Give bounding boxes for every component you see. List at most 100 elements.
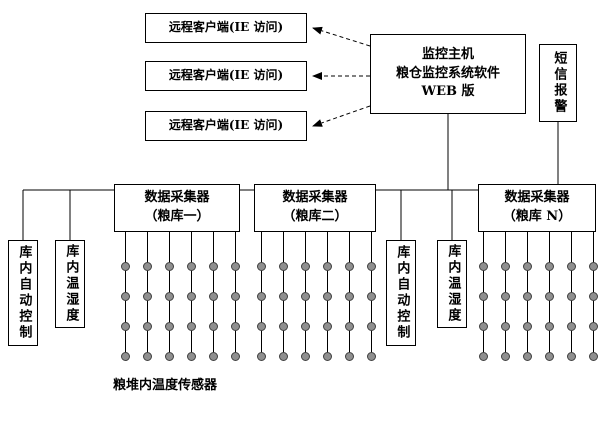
remote-client-box-1: 远程客户端(IE 访问) [145, 13, 307, 43]
auto-control-label-2: 库内自动控制 [394, 245, 410, 341]
temp-humidity-box-2: 库内温湿度 [437, 240, 467, 328]
sensor-column [187, 232, 197, 368]
temperature-sensor-dot [231, 292, 240, 301]
temperature-sensor-dot [121, 262, 130, 271]
sensor-column [545, 232, 555, 368]
temperature-sensor-dot [345, 322, 354, 331]
temperature-sensor-dot [121, 292, 130, 301]
temperature-sensor-dot [567, 352, 576, 361]
temperature-sensor-dot [367, 322, 376, 331]
temperature-sensor-dot [523, 352, 532, 361]
temperature-sensor-dot [301, 292, 310, 301]
collector-name-3: 数据采集器 [504, 190, 570, 206]
temperature-sensor-dot [501, 292, 510, 301]
temperature-sensor-dot [209, 292, 218, 301]
temperature-sensor-dot [589, 292, 598, 301]
host-software: 粮仓监控系统软件 [395, 65, 500, 81]
temperature-sensor-dot [143, 262, 152, 271]
temperature-sensor-dot [345, 352, 354, 361]
temperature-sensor-dot [479, 352, 488, 361]
temperature-sensor-dot [209, 262, 218, 271]
temperature-sensor-dot [231, 262, 240, 271]
temperature-sensor-dot [567, 322, 576, 331]
temperature-sensor-dot [323, 352, 332, 361]
temperature-sensor-dot [257, 292, 266, 301]
temperature-sensor-dot [165, 352, 174, 361]
temperature-sensor-dot [301, 322, 310, 331]
sensor-column [165, 232, 175, 368]
temperature-sensor-dot [479, 292, 488, 301]
data-collector-box-2: 数据采集器 （粮库二） [254, 184, 376, 232]
temperature-sensor-dot [479, 262, 488, 271]
data-collector-box-3: 数据采集器 （粮库 N） [478, 184, 596, 232]
temperature-sensor-dot [345, 262, 354, 271]
sensor-column [257, 232, 267, 368]
collector-depot-2: （粮库二） [282, 209, 348, 224]
temperature-sensor-dot [231, 322, 240, 331]
sensor-grid-3 [479, 232, 610, 368]
auto-control-box-1: 库内自动控制 [8, 240, 38, 346]
sensor-column [323, 232, 333, 368]
temperature-sensor-dot [523, 262, 532, 271]
temperature-sensor-dot [301, 262, 310, 271]
temperature-sensor-dot [121, 352, 130, 361]
sensor-column [523, 232, 533, 368]
temperature-sensor-dot [257, 322, 266, 331]
sensor-column [501, 232, 511, 368]
temperature-sensor-dot [501, 322, 510, 331]
temperature-sensor-dot [345, 292, 354, 301]
temperature-sensor-dot [187, 352, 196, 361]
temperature-sensor-dot [589, 262, 598, 271]
collector-name-2: 数据采集器 [282, 190, 348, 206]
sensor-grid-2 [257, 232, 397, 368]
temperature-sensor-dot [209, 352, 218, 361]
temperature-sensor-dot [279, 262, 288, 271]
temperature-sensor-dot [323, 292, 332, 301]
temperature-sensor-dot [367, 292, 376, 301]
data-collector-box-1: 数据采集器 （粮库一） [114, 184, 240, 232]
temperature-sensor-dot [187, 292, 196, 301]
sensor-column [589, 232, 599, 368]
temperature-sensor-dot [279, 322, 288, 331]
remote-client-label-1: 远程客户端(IE 访问) [168, 20, 284, 35]
sensor-column [301, 232, 311, 368]
temperature-sensor-dot [545, 292, 554, 301]
temperature-sensor-dot [367, 262, 376, 271]
collector-depot-1: （粮库一） [144, 209, 210, 224]
sensor-column [367, 232, 377, 368]
temperature-sensor-dot [165, 322, 174, 331]
sensor-column [209, 232, 219, 368]
temperature-sensor-dot [523, 322, 532, 331]
temperature-sensor-dot [231, 352, 240, 361]
collector-name-1: 数据采集器 [144, 190, 210, 206]
auto-control-box-2: 库内自动控制 [386, 240, 416, 346]
remote-client-box-2: 远程客户端(IE 访问) [145, 61, 307, 91]
temperature-sensor-dot [567, 262, 576, 271]
sensor-column [231, 232, 241, 368]
temperature-sensor-dot [257, 262, 266, 271]
remote-client-label-3: 远程客户端(IE 访问) [168, 118, 284, 133]
sms-alarm-label: 短信报警 [551, 51, 567, 115]
sensor-column [479, 232, 489, 368]
sensor-grid-1 [121, 232, 261, 368]
auto-control-label-1: 库内自动控制 [16, 245, 32, 341]
temperature-sensor-dot [257, 352, 266, 361]
sensor-column [345, 232, 355, 368]
sensor-column [143, 232, 153, 368]
temperature-sensor-dot [545, 262, 554, 271]
host-web-version: WEB 版 [421, 84, 475, 100]
temperature-sensor-dot [323, 262, 332, 271]
arrow-host-to-client-3 [312, 105, 371, 127]
temperature-sensor-dot [209, 322, 218, 331]
temperature-sensor-dot [367, 352, 376, 361]
temperature-sensor-dot [187, 322, 196, 331]
collector-depot-3: （粮库 N） [502, 209, 572, 224]
temp-humidity-box-1: 库内温湿度 [55, 240, 85, 328]
sms-alarm-box: 短信报警 [539, 44, 577, 122]
temperature-sensor-dot [143, 322, 152, 331]
host-title: 监控主机 [421, 46, 474, 62]
temperature-sensor-dot [523, 292, 532, 301]
remote-client-label-2: 远程客户端(IE 访问) [168, 68, 284, 83]
temperature-sensor-dot [187, 262, 196, 271]
temperature-sensor-dot [501, 352, 510, 361]
